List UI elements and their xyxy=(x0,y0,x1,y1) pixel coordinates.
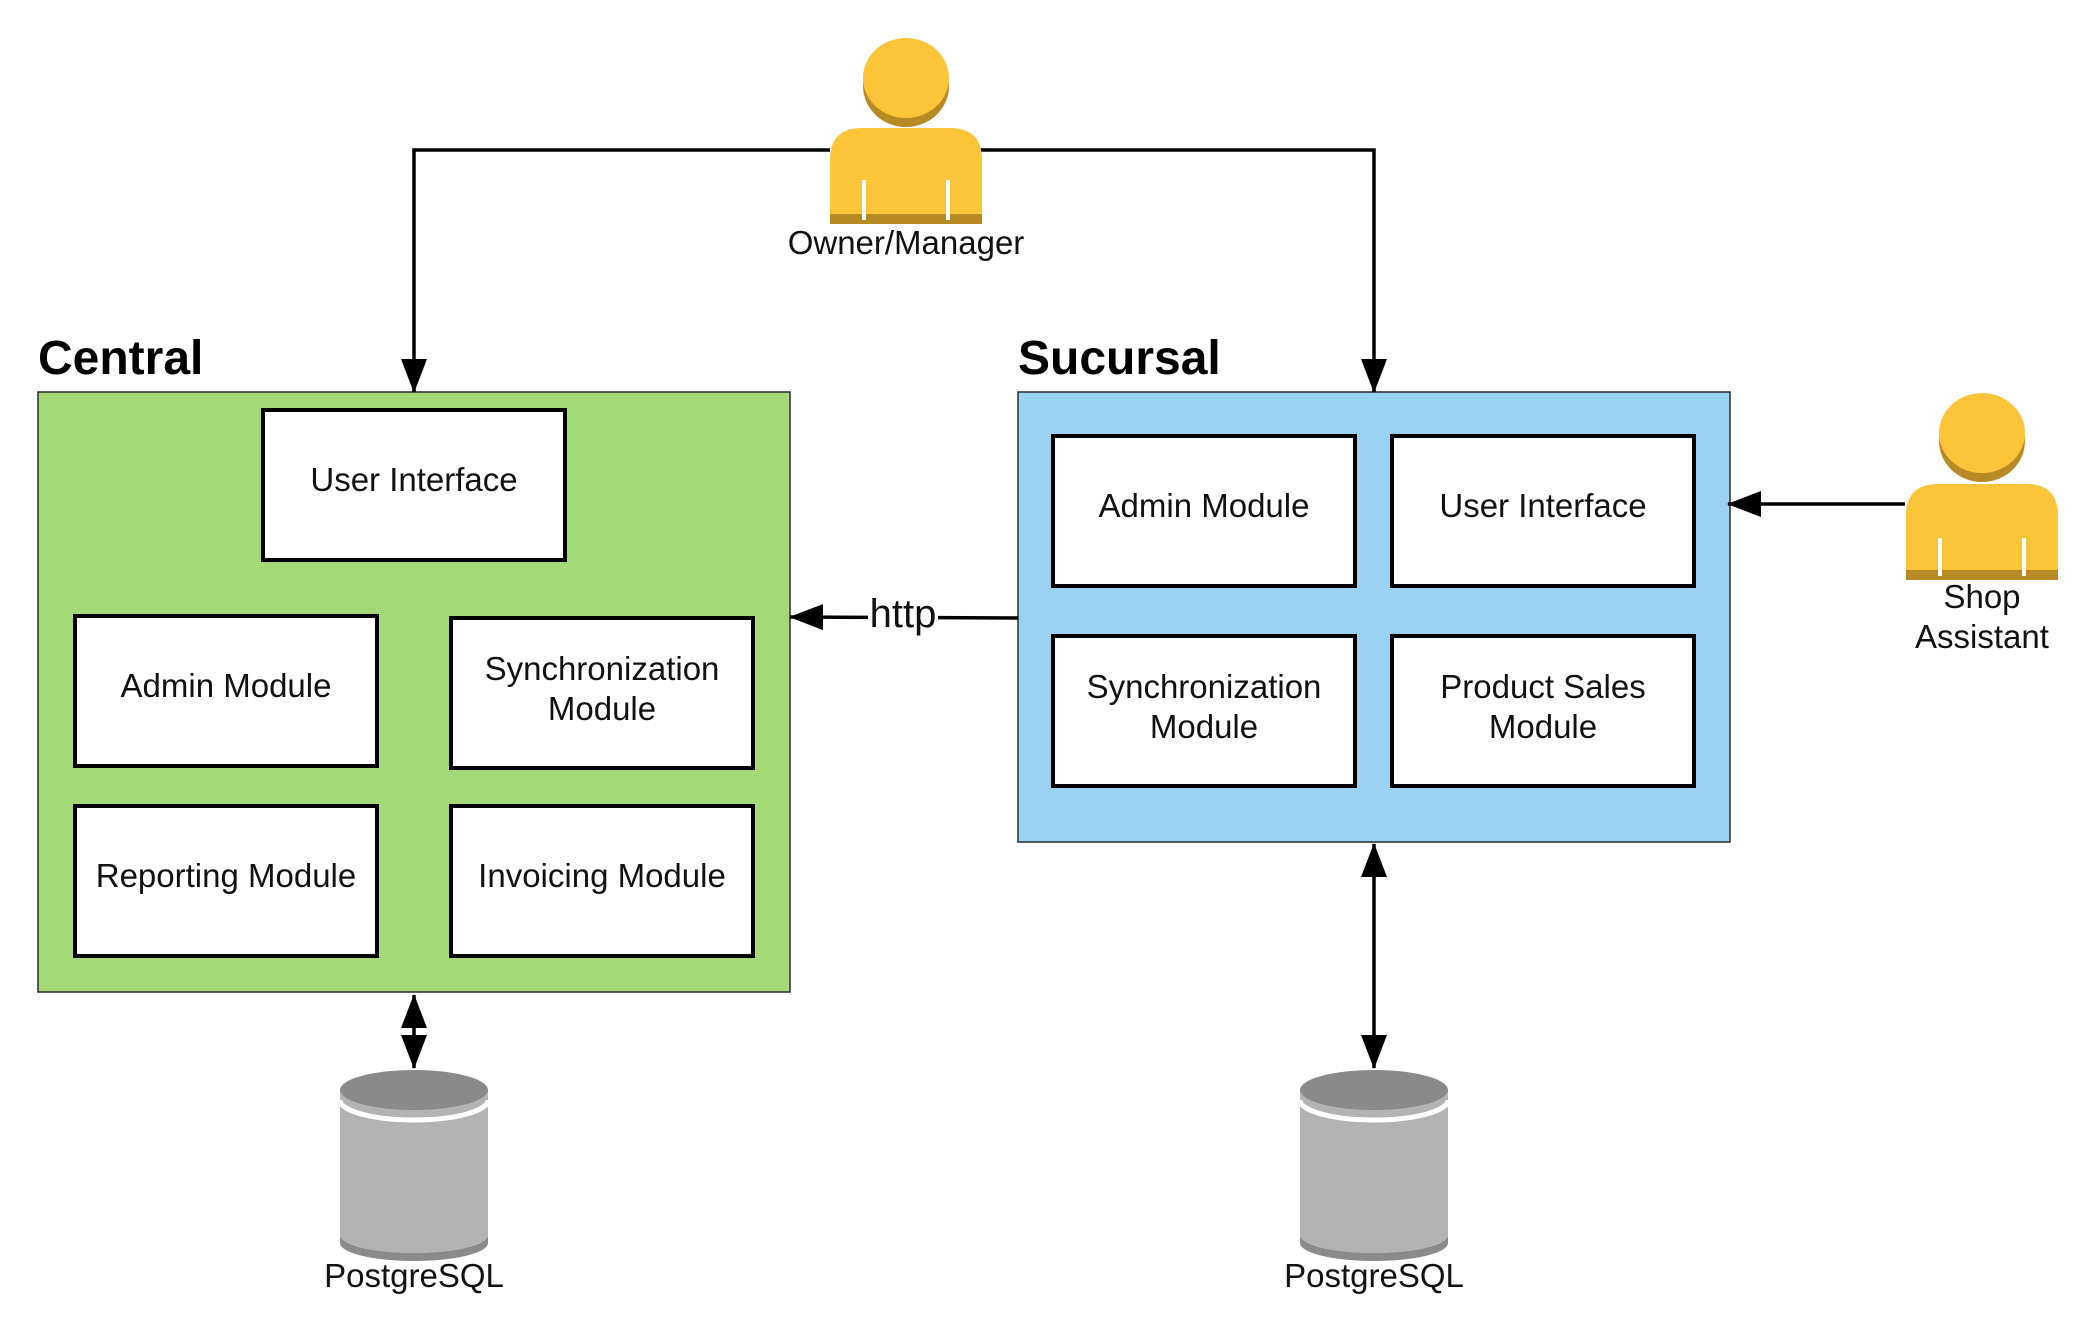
central-invoicing-module-box: Invoicing Module xyxy=(449,804,755,958)
owner-to-central-connector xyxy=(401,148,830,393)
owner-manager-label: Owner/Manager xyxy=(788,224,1025,261)
sucursal-sync-label-line1: Synchronization xyxy=(1087,668,1322,705)
http-label: http xyxy=(870,592,937,636)
sucursal-user-interface-label: User Interface xyxy=(1439,487,1646,524)
sucursal-sales-label-line1: Product Sales xyxy=(1440,668,1645,705)
central-title: Central xyxy=(38,332,203,385)
sucursal-sync-label-line2: Module xyxy=(1150,708,1258,745)
shop-assistant-label-line1: Shop xyxy=(1943,578,2020,615)
sucursal-sales-label-line2: Module xyxy=(1489,708,1597,745)
central-database-label: PostgreSQL xyxy=(324,1257,504,1294)
central-database-icon xyxy=(337,1070,491,1261)
shop-assistant-user-icon xyxy=(1906,393,2058,580)
owner-to-sucursal-connector xyxy=(975,148,1387,393)
central-reporting-module-label: Reporting Module xyxy=(96,857,357,894)
owner-manager-user-icon xyxy=(830,38,982,224)
central-invoicing-module-label: Invoicing Module xyxy=(478,857,726,894)
sucursal-database-icon xyxy=(1297,1070,1451,1261)
central-sync-label-line2: Module xyxy=(548,690,656,727)
central-reporting-module-box: Reporting Module xyxy=(73,804,379,958)
sucursal-user-interface-box: User Interface xyxy=(1390,434,1696,588)
sucursal-product-sales-module-box: Product Sales Module xyxy=(1390,634,1696,788)
sucursal-database-label: PostgreSQL xyxy=(1284,1257,1464,1294)
central-user-interface-box: User Interface xyxy=(261,408,567,562)
shop-assistant-label-line2: Assistant xyxy=(1915,618,2049,655)
sucursal-title: Sucursal xyxy=(1018,332,1221,385)
central-admin-module-box: Admin Module xyxy=(73,614,379,768)
sucursal-admin-module-box: Admin Module xyxy=(1051,434,1357,588)
sucursal-admin-module-label: Admin Module xyxy=(1099,487,1310,524)
central-user-interface-label: User Interface xyxy=(310,461,517,498)
sucursal-synchronization-module-box: Synchronization Module xyxy=(1051,634,1357,788)
central-synchronization-module-box: Synchronization Module xyxy=(449,616,755,770)
central-sync-label-line1: Synchronization xyxy=(485,650,720,687)
central-admin-module-label: Admin Module xyxy=(121,667,332,704)
http-label-background xyxy=(868,594,938,636)
